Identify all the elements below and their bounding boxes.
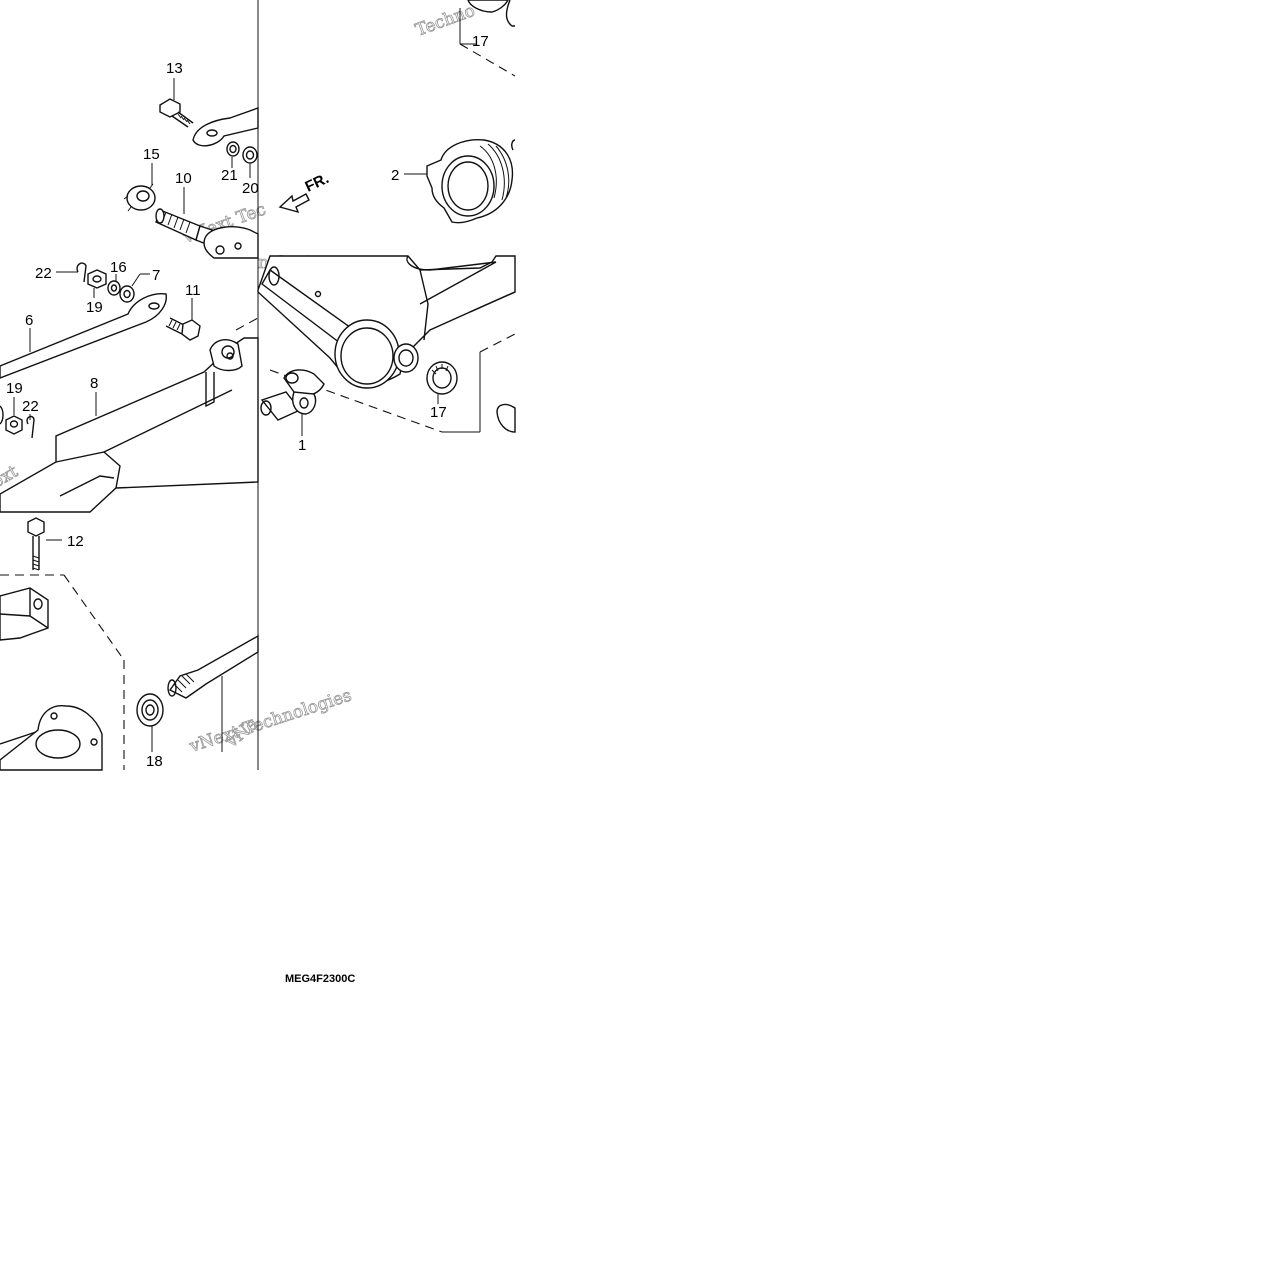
callouts: 13 15 10 21 20 2 17 22 16 7 19 11 6 8 19… bbox=[6, 33, 489, 770]
callout-20: 20 bbox=[242, 180, 259, 197]
callout-17-mid: 17 bbox=[430, 404, 447, 421]
callout-1: 1 bbox=[298, 437, 306, 454]
oil-seal-18-part bbox=[136, 693, 164, 727]
callout-15: 15 bbox=[143, 146, 160, 163]
middle-left-panel bbox=[0, 262, 259, 513]
universal-joint-1-part bbox=[260, 369, 325, 421]
middle-right-panel bbox=[257, 255, 516, 436]
callout-16: 16 bbox=[110, 259, 127, 276]
callout-2: 2 bbox=[391, 167, 399, 184]
callout-22-lower: 22 bbox=[22, 398, 39, 415]
watermark-bottom-1: vNext Technologies bbox=[186, 686, 354, 758]
callout-7: 7 bbox=[152, 267, 160, 284]
swing-arm-8-part bbox=[0, 337, 259, 513]
watermark-top: Techno bbox=[413, 1, 478, 41]
lower-panel bbox=[0, 517, 259, 771]
front-label: FR. bbox=[303, 170, 332, 196]
drive-shaft-part bbox=[167, 634, 259, 699]
callout-22-upper: 22 bbox=[35, 265, 52, 282]
torque-rod-6-part bbox=[0, 293, 167, 379]
callout-18: 18 bbox=[146, 753, 163, 770]
callout-19-lower: 19 bbox=[6, 380, 23, 397]
callout-10: 10 bbox=[175, 170, 192, 187]
bolt-13-part bbox=[159, 98, 194, 128]
bolt-12-part bbox=[27, 517, 45, 571]
boot-2-part bbox=[426, 139, 516, 224]
callout-8: 8 bbox=[90, 375, 98, 392]
bolt-11-part bbox=[165, 317, 201, 341]
washer-15-part bbox=[123, 183, 156, 212]
callout-11: 11 bbox=[185, 282, 201, 299]
bearing-17-part bbox=[426, 361, 458, 395]
callout-17-top: 17 bbox=[472, 33, 489, 50]
front-direction-arrow: FR. bbox=[278, 170, 332, 214]
upper-left-panel bbox=[123, 78, 259, 259]
callout-6: 6 bbox=[25, 312, 33, 329]
callout-13: 13 bbox=[166, 60, 183, 77]
diagram-code: MEG4F2300C bbox=[285, 973, 355, 985]
callout-12: 12 bbox=[67, 533, 84, 550]
upper-right-panel bbox=[404, 0, 516, 224]
callout-21: 21 bbox=[221, 167, 238, 184]
callout-19-upper: 19 bbox=[86, 299, 103, 316]
